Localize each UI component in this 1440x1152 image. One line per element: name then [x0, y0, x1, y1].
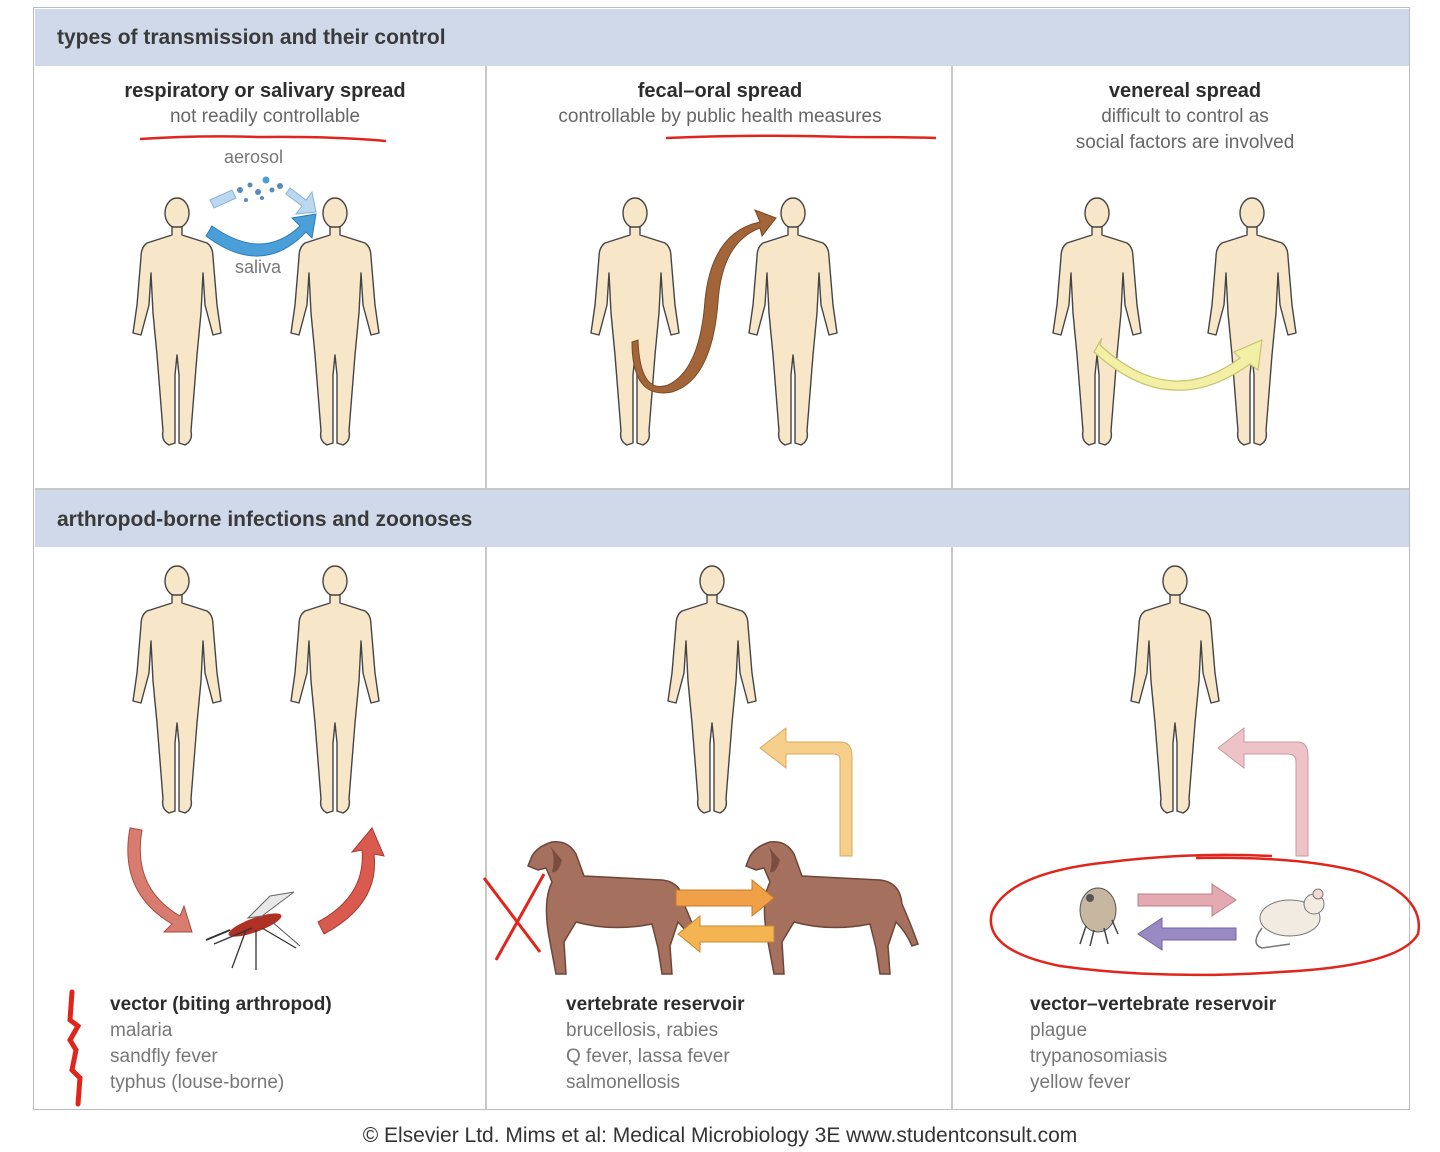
- dog-transfer-right-arrow-icon: [675, 878, 775, 918]
- dog-icon: [745, 841, 919, 975]
- human-figure: [667, 565, 757, 814]
- figure-frame: [33, 7, 1410, 1110]
- panel-title-fecal-oral: fecal–oral spread: [637, 80, 803, 102]
- panel-title-venereal: venereal spread: [1108, 80, 1262, 102]
- rat-to-flea-arrow-icon: [1137, 917, 1237, 951]
- legend-vector-vertebrate: vector–vertebrate reservoir plague trypa…: [1030, 992, 1276, 1096]
- legend-item: typhus (louse-borne): [110, 1072, 285, 1093]
- annotation-underline-icon: [139, 135, 387, 143]
- annotation-squiggle-icon: [67, 989, 83, 1107]
- flea-to-rat-arrow-icon: [1137, 883, 1237, 917]
- saliva-arrow-icon: [205, 213, 317, 257]
- legend-item: malaria: [110, 1020, 173, 1041]
- legend-item: brucellosis, rabies: [566, 1020, 719, 1041]
- fecal-oral-arrow-icon: [631, 209, 777, 394]
- section-title: types of transmission and their control: [57, 26, 446, 49]
- panel-subtitle-venereal-2: social factors are involved: [1075, 132, 1295, 153]
- panel-divider: [485, 66, 487, 490]
- copyright-credit: © Elsevier Ltd. Mims et al: Medical Micr…: [362, 1124, 1078, 1147]
- human-figure: [1207, 197, 1297, 446]
- human-figure: [1052, 197, 1142, 446]
- rat-icon: [1255, 888, 1325, 949]
- legend-item: trypanosomiasis: [1030, 1046, 1168, 1067]
- human-figure: [290, 197, 380, 446]
- human-figure: [1130, 565, 1220, 814]
- vector-vertebrate-arrow-up-icon: [1217, 726, 1309, 857]
- vector-arrow-up-icon: [317, 827, 385, 935]
- legend-item: sandfly fever: [110, 1046, 218, 1067]
- human-figure: [290, 565, 380, 814]
- annotation-underline-icon: [665, 134, 937, 140]
- legend-title-vertebrate: vertebrate reservoir: [566, 994, 745, 1015]
- legend-vertebrate: vertebrate reservoir brucellosis, rabies…: [566, 992, 745, 1096]
- section-header-transmission: types of transmission and their control: [35, 9, 1409, 66]
- panel-divider: [951, 66, 953, 490]
- row-divider: [35, 488, 1409, 490]
- legend-title-vector: vector (biting arthropod): [110, 994, 332, 1015]
- human-figure: [590, 197, 680, 446]
- panel-divider: [485, 547, 487, 1109]
- dog-icon: [527, 841, 701, 975]
- venereal-arrow-icon: [1093, 337, 1263, 391]
- section-header-arthropod: arthropod-borne infections and zoonoses: [35, 490, 1409, 547]
- section-title: arthropod-borne infections and zoonoses: [57, 508, 473, 531]
- aerosol-icon: [209, 176, 317, 215]
- legend-item: Q fever, lassa fever: [566, 1046, 730, 1067]
- legend-item: salmonellosis: [566, 1072, 681, 1093]
- panel-subtitle-fecal-oral: controllable by public health measures: [558, 106, 882, 127]
- label-aerosol: aerosol: [224, 147, 284, 167]
- mosquito-icon: [205, 891, 301, 970]
- legend-vector: vector (biting arthropod) malaria sandfl…: [110, 992, 332, 1096]
- human-figure: [132, 565, 222, 814]
- panel-subtitle-respiratory: not readily controllable: [169, 106, 361, 127]
- legend-item: yellow fever: [1030, 1072, 1131, 1093]
- flea-icon: [1079, 887, 1119, 947]
- dog-transfer-left-arrow-icon: [677, 914, 775, 954]
- legend-title-vector-vertebrate: vector–vertebrate reservoir: [1030, 994, 1277, 1015]
- panel-title-respiratory: respiratory or salivary spread: [124, 80, 406, 102]
- annotation-circle-icon: [989, 853, 1421, 977]
- vertebrate-arrow-up-icon: [759, 726, 853, 857]
- label-saliva: saliva: [235, 257, 282, 277]
- annotation-cross-icon: [482, 873, 546, 961]
- legend-item: plague: [1030, 1020, 1088, 1041]
- panel-divider: [951, 547, 953, 1109]
- panel-subtitle-venereal-1: difficult to control as: [1101, 106, 1269, 127]
- vector-arrow-down-icon: [127, 827, 193, 933]
